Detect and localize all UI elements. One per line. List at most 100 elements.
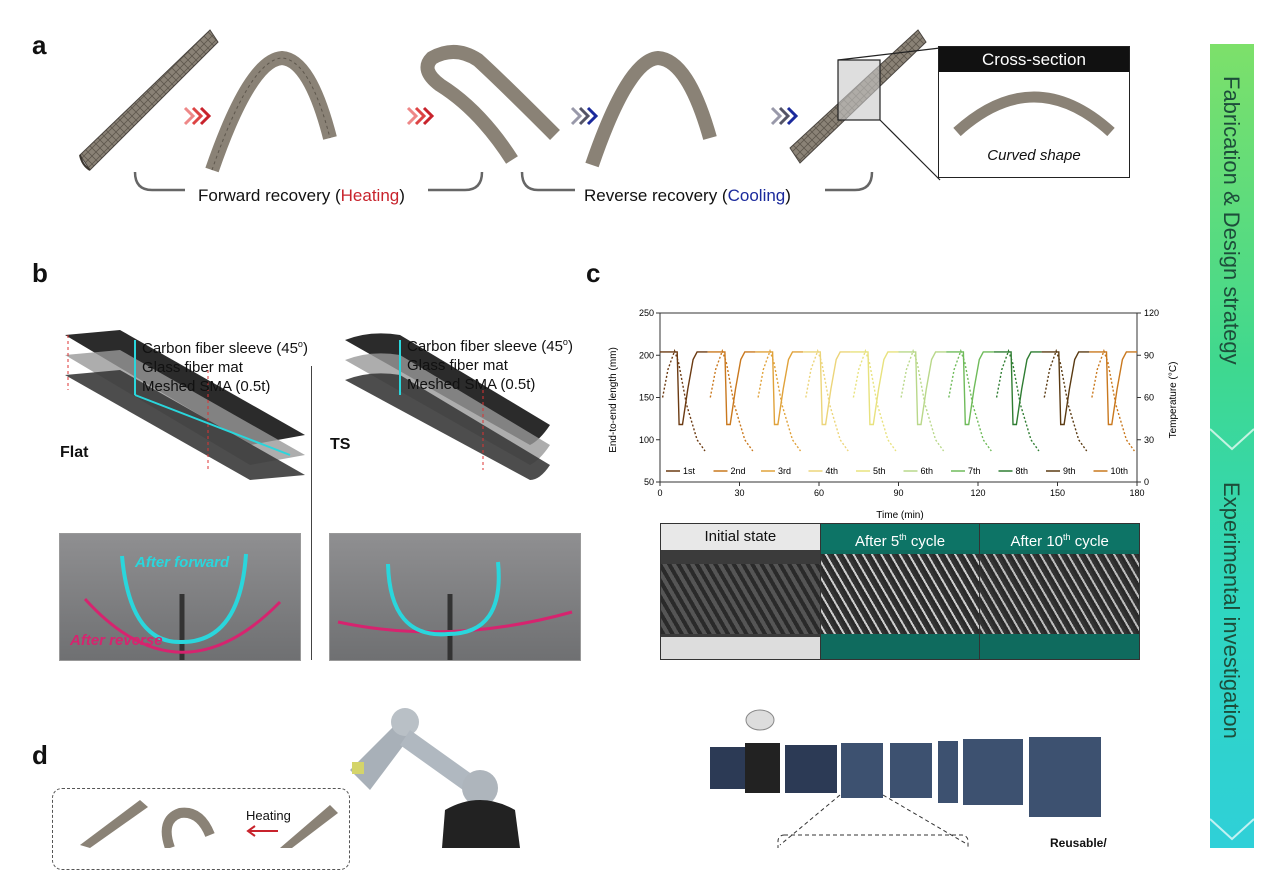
forward-recovery-label: Forward recovery (Heating) — [198, 186, 405, 205]
curved-shape-arc — [953, 91, 1115, 137]
ts-layer-labels: Carbon fiber sleeve (45o) Glass fiber ma… — [407, 333, 573, 394]
length-series-2nd — [707, 351, 756, 426]
after-forward-label: After forward — [135, 554, 230, 571]
x-tick-label: 30 — [734, 488, 744, 498]
length-series-7th — [946, 351, 994, 426]
chart-xlabel: Time (min) — [876, 510, 923, 521]
chart-ylabel: End-to-end length (mm) — [608, 347, 619, 453]
cross-section-caption: Curved shape — [987, 147, 1081, 164]
u-strip — [420, 45, 560, 164]
layer-label-glass: Glass fiber mat — [142, 359, 243, 376]
length-series-9th — [1041, 351, 1090, 426]
y2-tick-label: 90 — [1144, 350, 1154, 360]
length-series-1st — [660, 351, 708, 426]
reverse-recovery-label: Reverse recovery (Cooling) — [584, 186, 791, 205]
fifth-cycle-tab: After 5th cycle — [820, 524, 980, 550]
legend-label-10th: 10th — [1111, 466, 1129, 476]
sidebar-divider-chevron — [1210, 428, 1254, 451]
section-sidebar: Fabrication & Design strategy Experiment… — [1210, 44, 1254, 848]
bent-strip-reverse — [585, 50, 717, 168]
temperature-series-5th — [852, 348, 897, 452]
flat-layer-stack — [65, 330, 305, 480]
x-tick-label: 0 — [657, 488, 662, 498]
after-reverse-label: After reverse — [70, 632, 163, 649]
temperature-series-3rd — [757, 348, 802, 452]
reverse-bracket-left — [520, 171, 575, 192]
fifth-cycle-photo: After 5th cycle — [819, 524, 980, 659]
tenth-cycle-tab: After 10th cycle — [980, 524, 1140, 550]
panel-b-divider — [311, 366, 312, 660]
sidebar-top-label: Fabrication & Design strategy — [1219, 76, 1244, 365]
x-tick-label: 120 — [970, 488, 985, 498]
flat-label: Flat — [60, 444, 89, 461]
bent-strip-forward-1 — [205, 50, 337, 173]
x-tick-label: 90 — [893, 488, 903, 498]
y-tick-label: 50 — [644, 477, 654, 487]
x-tick-label: 150 — [1050, 488, 1065, 498]
legend-label-8th: 8th — [1016, 466, 1029, 476]
y-tick-label: 100 — [639, 435, 654, 445]
legend-label-6th: 6th — [921, 466, 934, 476]
initial-state-photo: Initial state — [661, 524, 820, 659]
initial-state-tab: Initial state — [661, 524, 820, 550]
ts-layer-label-carbon: Carbon fiber sleeve (45o) — [407, 337, 573, 355]
y2-tick-label: 0 — [1144, 477, 1149, 487]
flat-strip-final — [789, 29, 927, 164]
legend-label-2nd: 2nd — [731, 466, 746, 476]
ts-label: TS — [330, 436, 351, 453]
heating-arrow-1 — [183, 106, 212, 126]
satellite-illustration — [710, 709, 1101, 848]
legend-label-3rd: 3rd — [778, 466, 791, 476]
layer-label-carbon: Carbon fiber sleeve (45o) — [142, 339, 308, 357]
heating-label: Heating — [246, 808, 291, 823]
y2-tick-label: 30 — [1144, 435, 1154, 445]
temperature-series-1st — [661, 348, 706, 452]
flat-layer-labels: Carbon fiber sleeve (45o) Glass fiber ma… — [142, 335, 308, 396]
y2-tick-label: 120 — [1144, 308, 1159, 318]
chart-y2label: Temperature (°C) — [1168, 362, 1179, 439]
cooling-arrow-1 — [570, 106, 599, 126]
ts-layer-stack — [345, 333, 550, 480]
length-series-5th — [850, 351, 899, 426]
temperature-series-9th — [1043, 348, 1088, 452]
panel-d-strips — [80, 800, 338, 848]
flat-photo: After forward After reverse — [60, 534, 300, 660]
reusable-label: Reusable/ — [1050, 836, 1107, 850]
ts-layer-label-glass: Glass fiber mat — [407, 357, 508, 374]
y-tick-label: 150 — [639, 393, 654, 403]
temperature-series-6th — [900, 348, 945, 452]
cross-section-title: Cross-section — [939, 47, 1129, 72]
temperature-series-10th — [1091, 348, 1135, 452]
forward-bracket-right — [428, 171, 484, 192]
robot-arm — [350, 708, 520, 848]
panel-label-a: a — [32, 30, 47, 60]
temperature-series-8th — [995, 348, 1040, 452]
cycle-photo-strip: Initial state After 5th cycle After 10th… — [660, 523, 1140, 660]
reverse-bracket-right — [825, 171, 874, 192]
cross-section-inset: Cross-section Curved shape — [938, 46, 1130, 178]
legend-label-5th: 5th — [873, 466, 886, 476]
x-tick-label: 180 — [1129, 488, 1144, 498]
tenth-cycle-photo: After 10th cycle — [979, 524, 1140, 659]
length-series-4th — [803, 351, 851, 426]
temperature-series-2nd — [709, 348, 754, 452]
panel-label-c: c — [586, 258, 601, 288]
panel-label-b: b — [32, 258, 48, 288]
y2-tick-label: 60 — [1144, 393, 1154, 403]
cooling-arrow-2 — [770, 106, 799, 126]
length-series-8th — [993, 351, 1042, 426]
x-tick-label: 60 — [814, 488, 824, 498]
flat-strip-initial — [79, 29, 219, 171]
ts-layer-label-sma: Meshed SMA (0.5t) — [407, 376, 536, 393]
heating-arrow-2 — [406, 106, 435, 126]
legend-label-9th: 9th — [1063, 466, 1076, 476]
temperature-series-7th — [948, 348, 992, 452]
y-tick-label: 200 — [639, 350, 654, 360]
legend-label-7th: 7th — [968, 466, 981, 476]
ts-photo — [330, 534, 580, 660]
sidebar-bottom-label: Experimental investigation — [1219, 482, 1244, 739]
chart-frame — [659, 312, 1138, 483]
legend-label-1st: 1st — [683, 466, 696, 476]
panel-a-illustration — [79, 29, 941, 192]
